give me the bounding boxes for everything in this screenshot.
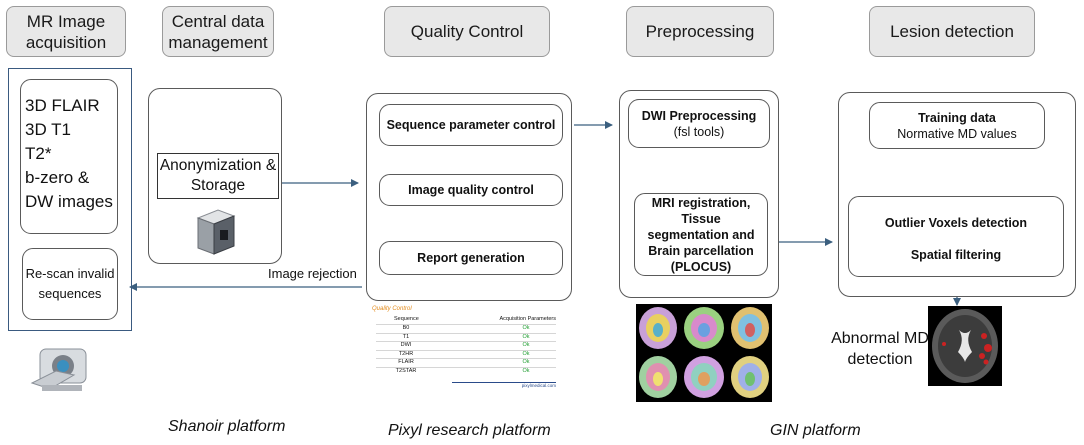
header-pre-label: Preprocessing [645,22,755,41]
anonymization-storage-box: Anonymization & Storage [157,153,279,199]
training-data-label: Training data [918,110,996,125]
mr-acquisition-panel [8,68,132,331]
report-generation-label: Report generation [417,251,525,265]
mri-registration-label: MRI registration, Tissue segmentation an… [647,195,755,274]
anonymization-label: Anonymization & Storage [159,157,277,194]
mr-sequences-box: 3D FLAIR 3D T1 T2* b-zero & DW images [20,79,118,234]
dwi-preprocessing-sub: (fsl tools) [673,124,725,139]
header-lesion-label: Lesion detection [890,22,1014,41]
image-quality-label: Image quality control [408,183,534,197]
rescan-label: Re-scan invalid sequences [25,266,115,301]
qc-row-seq: T1 [402,333,410,340]
qc-row-seq: T2STAR [395,367,417,374]
table-row: FLAIR Ok [376,358,556,367]
qc-row-status: Ok [522,325,530,331]
qc-report-thumbnail: Quality Control Sequence Acquisition Par… [372,306,570,388]
abnormal-md-label: Abnormal MD detection [831,330,929,368]
gin-platform-label: GIN platform [770,422,861,439]
qc-report-header: Sequence Acquisition Parameters [372,316,570,324]
header-central-label: Central data management [168,11,268,52]
table-row: T2STAR Ok [376,366,556,376]
rescan-box: Re-scan invalid sequences [22,248,118,320]
sequence-item: 3D FLAIR [25,96,100,115]
storage-server-icon [196,209,236,255]
qc-col-params: Acquisition Parameters [499,316,556,322]
qc-row-seq: B0 [402,325,410,331]
header-mr-acquisition: MR Image acquisition [6,6,126,57]
header-lesion-detection: Lesion detection [869,6,1035,57]
mri-scanner-icon [30,348,87,391]
dwi-preprocessing-box: DWI Preprocessing (fsl tools) [628,99,770,148]
image-quality-control-box: Image quality control [379,174,563,206]
mri-registration-box: MRI registration, Tissue segmentation an… [634,193,768,276]
table-row: T2HR Ok [376,349,556,359]
table-row: DWI Ok [376,341,556,350]
dwi-preprocessing-label: DWI Preprocessing [641,108,757,123]
outlier-detection-box: Outlier Voxels detection Spatial filteri… [848,196,1064,277]
qc-row-status: Ok [522,359,530,366]
training-data-box: Training data Normative MD values [869,102,1045,149]
shanoir-platform-label: Shanoir platform [168,418,286,435]
sequence-item: b-zero & [25,168,90,187]
sequence-parameter-box: Sequence parameter control [379,104,563,146]
header-mr-label: MR Image acquisition [25,11,107,52]
qc-row-seq: FLAIR [398,359,414,366]
training-data-sub: Normative MD values [897,126,1017,141]
header-quality-control: Quality Control [384,6,550,57]
report-generation-box: Report generation [379,241,563,275]
qc-row-status: Ok [522,333,530,340]
sequence-item: T2* [25,144,52,163]
sequence-item: 3D T1 [25,120,71,139]
qc-report-footer: pixylmedical.com [452,381,556,388]
table-row: T1 Ok [376,332,556,342]
brain-parcellation-image [636,304,772,402]
qc-row-seq: T2HR [398,350,414,357]
header-preprocessing: Preprocessing [626,6,774,57]
sequence-parameter-label: Sequence parameter control [386,118,556,132]
abnormal-md-brain-image [928,306,1002,386]
pixyl-platform-label: Pixyl research platform [388,422,551,439]
qc-col-sequence: Sequence [394,316,419,322]
spatial-filtering-label: Spatial filtering [910,248,1002,262]
header-central-data: Central data management [162,6,274,57]
header-qc-label: Quality Control [410,22,524,41]
outlier-voxels-label: Outlier Voxels detection [884,216,1028,230]
image-rejection-label: Image rejection [268,266,357,281]
qc-row-status: Ok [522,350,530,357]
qc-row-status: Ok [522,367,530,374]
qc-row-seq: DWI [400,342,412,349]
qc-report-title: Quality Control [372,306,412,312]
table-row: B0 Ok [376,324,556,333]
sequence-item: DW images [25,192,113,211]
qc-row-status: Ok [522,342,530,349]
